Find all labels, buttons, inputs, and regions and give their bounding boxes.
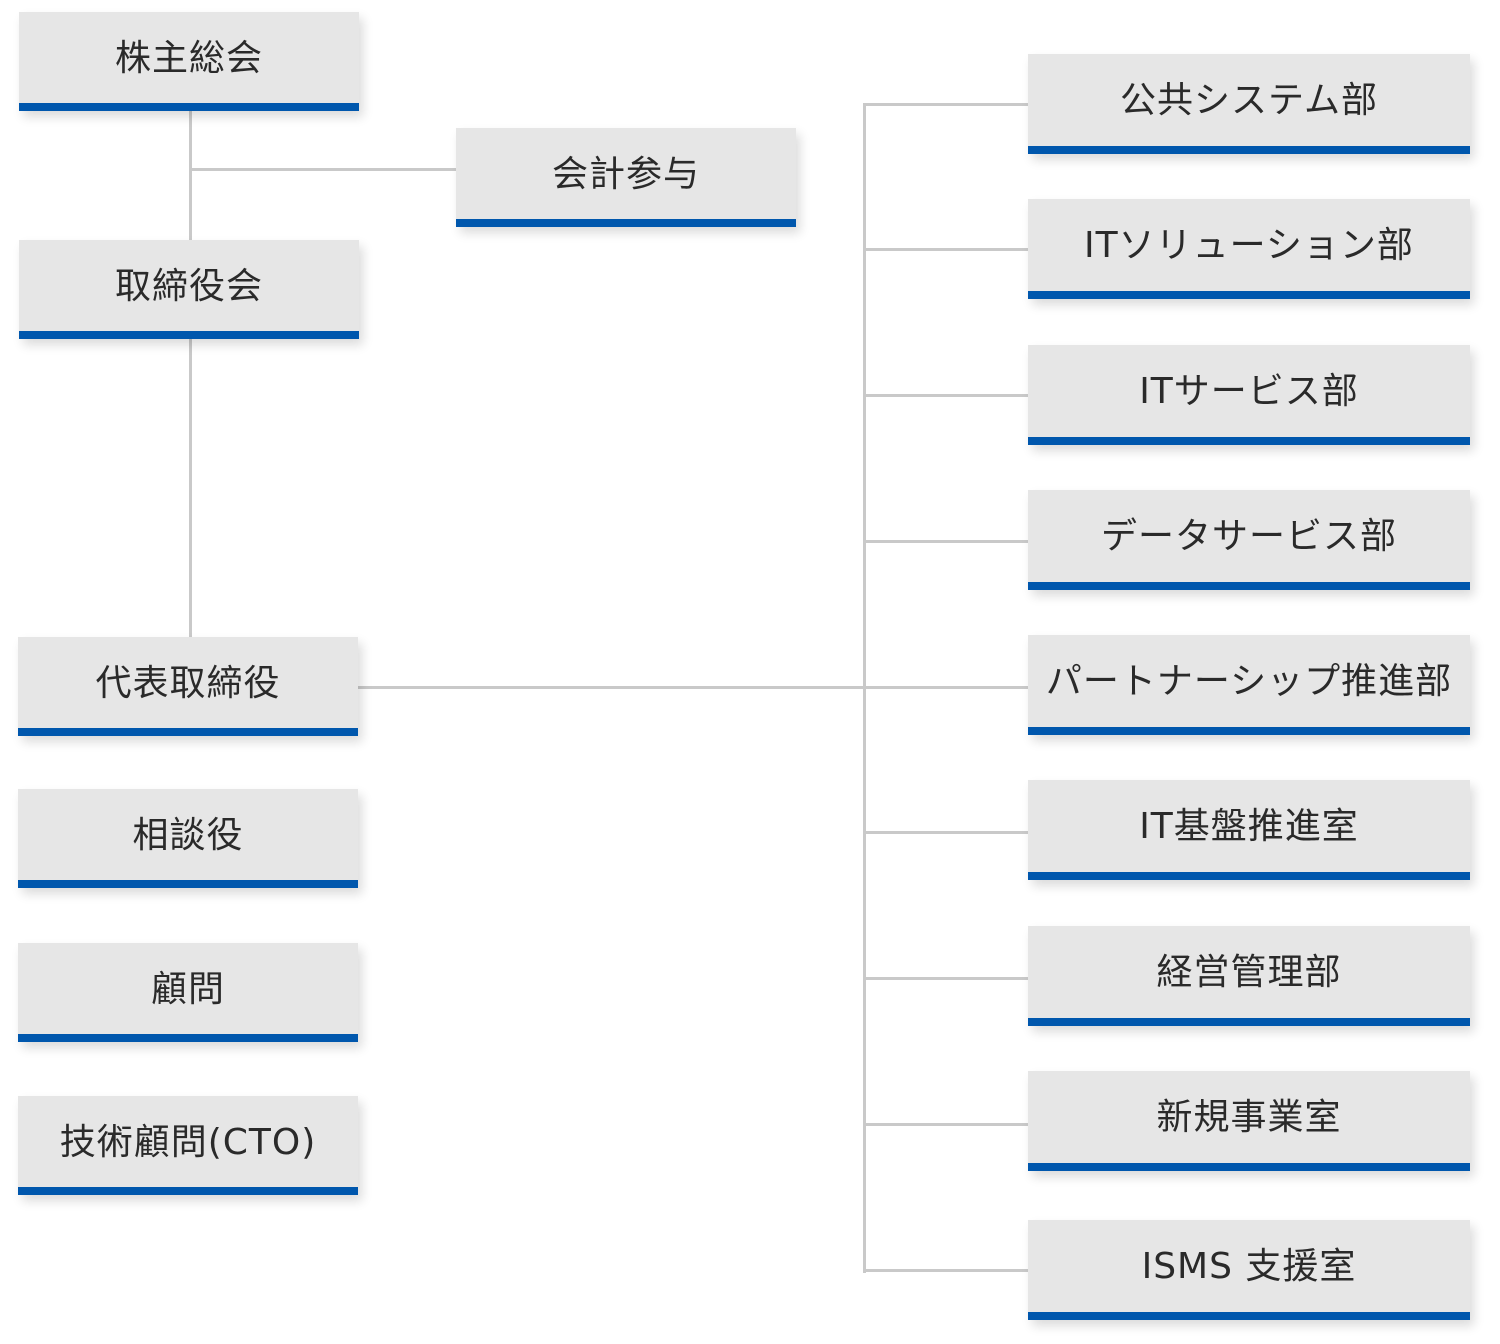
department-label: ISMS 支援室 (1141, 1246, 1357, 1287)
node-department: 公共システム部 (1028, 54, 1470, 154)
connector-dept-7 (864, 977, 1028, 980)
node-label: 技術顧問(CTO) (59, 1121, 317, 1163)
node-department: ISMS 支援室 (1028, 1220, 1470, 1320)
department-label: パートナーシップ推進部 (1045, 661, 1453, 702)
connector-dept-3 (864, 394, 1028, 397)
connector-dept-5 (864, 686, 1028, 689)
node-label: 株主総会 (114, 37, 263, 79)
connector-dept-8 (864, 1123, 1028, 1126)
connector-ceo-trunk (358, 686, 865, 689)
node-department: ITソリューション部 (1028, 199, 1470, 299)
node-department: 新規事業室 (1028, 1071, 1470, 1171)
department-label: ITソリューション部 (1084, 225, 1414, 266)
node-advisor: 顧問 (18, 943, 358, 1042)
node-accounting-advisor: 会計参与 (456, 128, 796, 227)
connector-board-ceo (189, 338, 192, 638)
node-department: パートナーシップ推進部 (1028, 635, 1470, 735)
department-label: 新規事業室 (1156, 1097, 1342, 1138)
node-label: 会計参与 (551, 153, 700, 195)
department-label: データサービス部 (1100, 516, 1397, 557)
connector-dept-4 (864, 540, 1028, 543)
node-label: 顧問 (150, 968, 225, 1010)
node-department: IT基盤推進室 (1028, 780, 1470, 880)
node-senior-advisor: 相談役 (18, 789, 358, 888)
node-department: データサービス部 (1028, 490, 1470, 590)
node-label: 代表取締役 (95, 662, 281, 704)
connector-shareholders-board (189, 108, 192, 242)
connector-dept-9 (864, 1269, 1028, 1272)
connector-dept-1 (864, 103, 1028, 106)
connector-auditor (190, 168, 456, 171)
department-label: ITサービス部 (1139, 371, 1359, 412)
department-label: 公共システム部 (1120, 80, 1378, 121)
node-department: ITサービス部 (1028, 345, 1470, 445)
node-label: 取締役会 (114, 265, 263, 307)
department-label: 経営管理部 (1156, 952, 1342, 993)
node-shareholders-meeting: 株主総会 (19, 12, 359, 111)
node-technical-advisor: 技術顧問(CTO) (18, 1096, 358, 1195)
node-department: 経営管理部 (1028, 926, 1470, 1026)
department-label: IT基盤推進室 (1139, 806, 1359, 847)
connector-dept-2 (864, 248, 1028, 251)
node-representative-director: 代表取締役 (18, 637, 358, 736)
node-label: 相談役 (132, 814, 244, 856)
node-board-of-directors: 取締役会 (19, 240, 359, 339)
connector-dept-6 (864, 831, 1028, 834)
